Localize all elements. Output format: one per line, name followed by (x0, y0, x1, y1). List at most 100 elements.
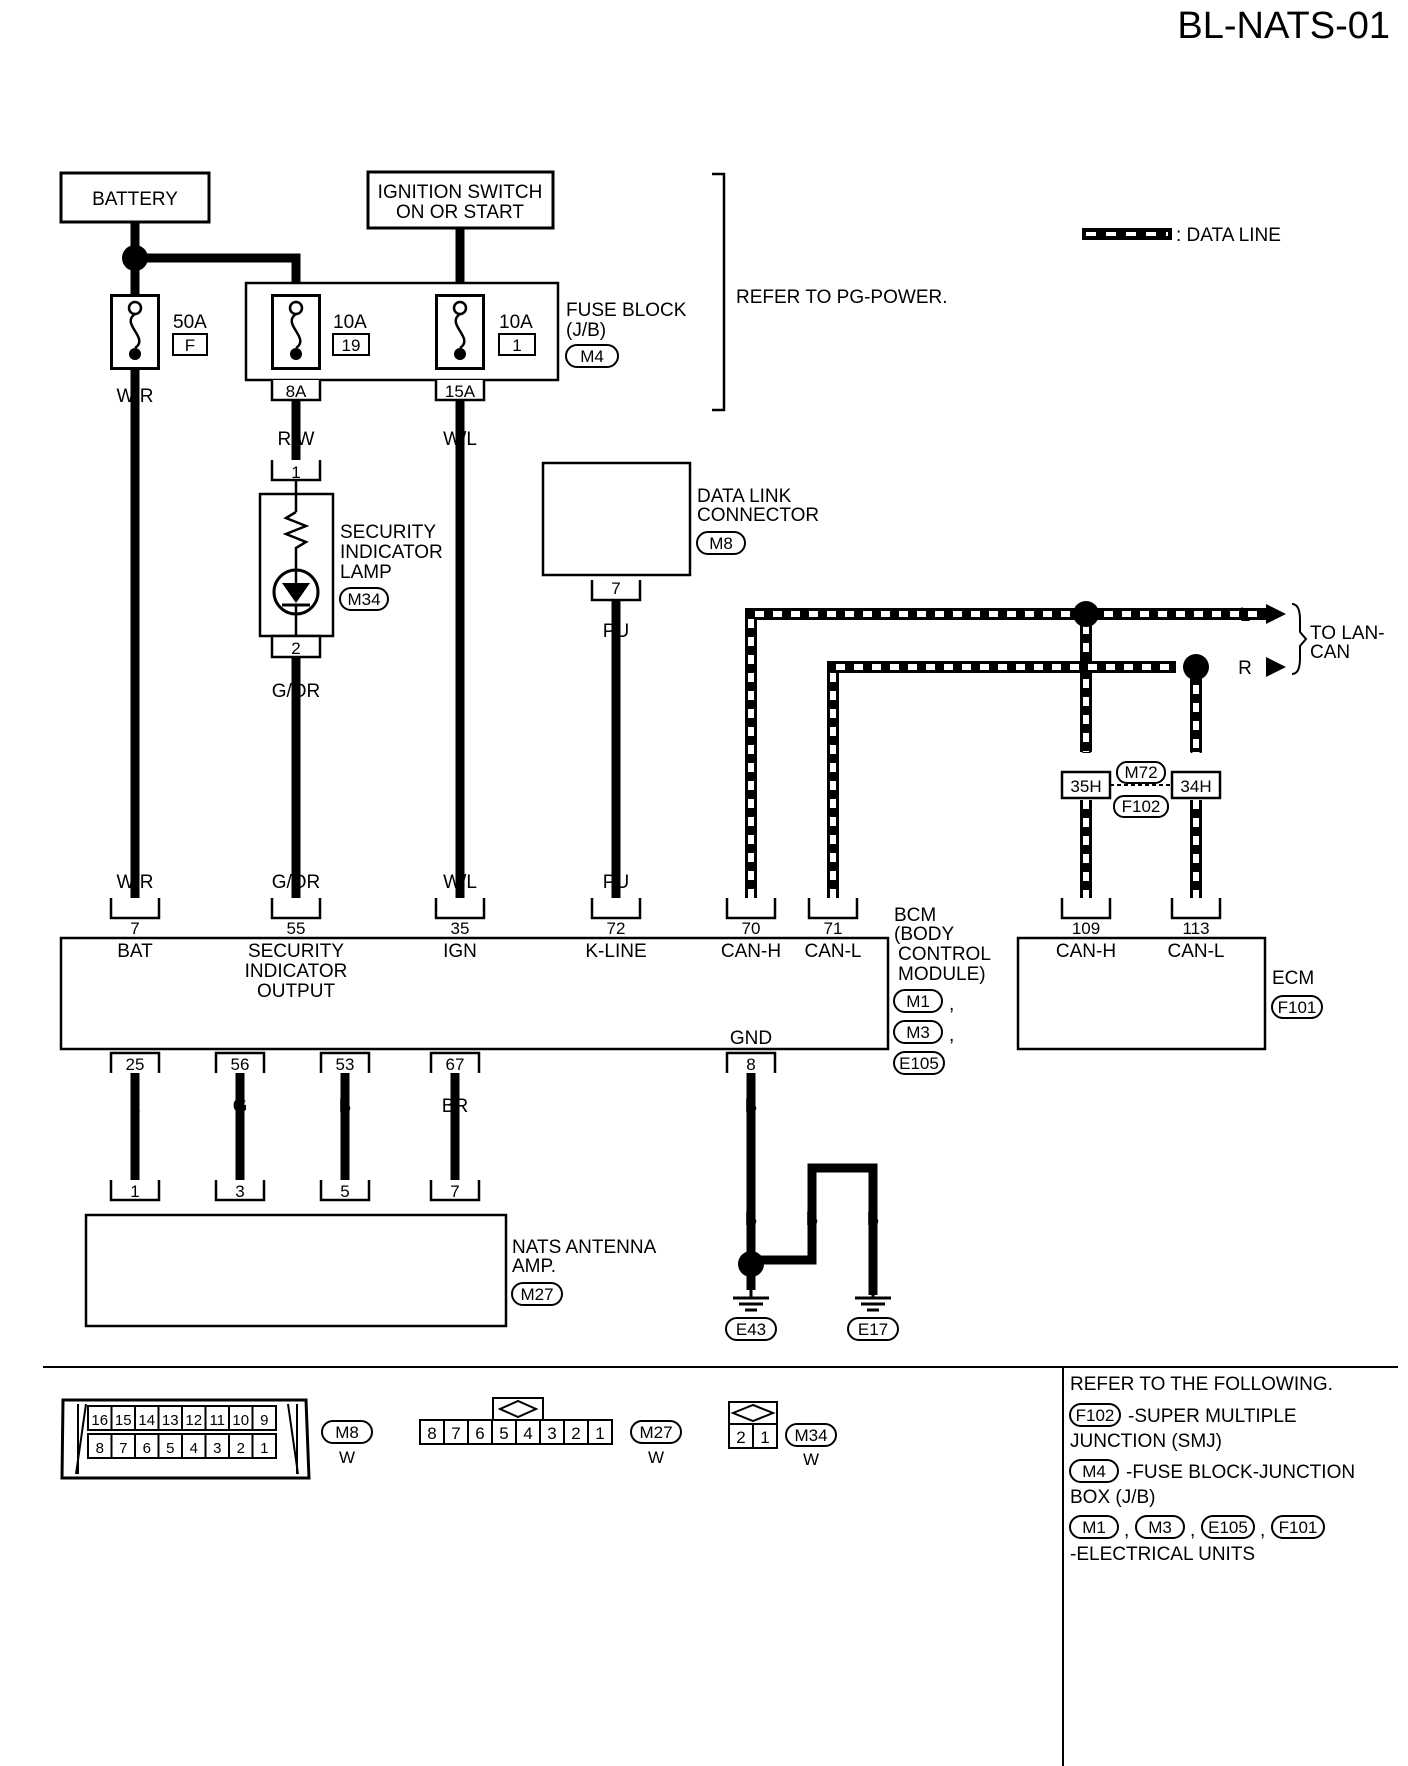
power-bracket (712, 172, 726, 412)
svg-text:DATA LINK: DATA LINK (697, 486, 792, 507)
svg-text:8A: 8A (286, 382, 307, 401)
svg-text:ON OR START: ON OR START (396, 202, 524, 223)
svg-text:B: B (806, 1209, 819, 1230)
connector-pin-number: 7 (119, 1440, 127, 1457)
svg-text:OUTPUT: OUTPUT (257, 981, 336, 1002)
connector-pin-number: 13 (162, 1412, 179, 1429)
svg-text:CONTROL: CONTROL (898, 944, 991, 965)
svg-text:BR: BR (442, 1096, 468, 1117)
fuse-50a (110, 294, 160, 370)
connector-pin-cell (419, 1419, 445, 1445)
svg-text:M72: M72 (1124, 763, 1157, 782)
svg-text:7: 7 (611, 579, 620, 598)
svg-text:PU: PU (603, 872, 629, 893)
svg-text:113: 113 (1182, 919, 1209, 938)
svg-text:CAN-H: CAN-H (721, 941, 781, 962)
svg-text:BAT: BAT (117, 941, 153, 962)
svg-text:B: B (745, 1209, 758, 1230)
can-data-lines: L R TO LAN- CAN (745, 601, 1385, 898)
data-line-legend: : DATA LINE (1082, 225, 1281, 246)
svg-text:7: 7 (450, 1182, 459, 1201)
svg-text:MODULE): MODULE) (898, 964, 986, 985)
svg-text:-SUPER MULTIPLE: -SUPER MULTIPLE (1128, 1406, 1297, 1427)
fuse-block-label: FUSE BLOCK (566, 300, 687, 321)
svg-text:LAMP: LAMP (340, 562, 392, 583)
svg-text:G: G (233, 1096, 248, 1117)
svg-text:PU: PU (603, 621, 629, 642)
battery-box (59, 171, 211, 224)
svg-text:W/R: W/R (117, 872, 154, 893)
svg-text:109: 109 (1072, 919, 1100, 938)
connector-pin-number: 2 (736, 1428, 745, 1447)
svg-text:CAN-H: CAN-H (1056, 941, 1116, 962)
svg-text:W/L: W/L (443, 872, 477, 893)
svg-text:35: 35 (451, 919, 470, 938)
svg-text:W/L: W/L (443, 429, 477, 450)
connector-pin-number: 2 (237, 1440, 245, 1457)
refer-pg-power: REFER TO PG-POWER. (736, 287, 948, 308)
connector-pin-number: 6 (143, 1440, 151, 1457)
connector-pin-number: 5 (166, 1440, 174, 1457)
svg-text:E105: E105 (1208, 1518, 1248, 1537)
fuse-10a-19 (271, 294, 321, 370)
svg-text:AMP.: AMP. (512, 1256, 556, 1277)
bcm-module: 7 55 35 72 70 71 25 56 53 67 8 BAT SECUR… (59, 898, 991, 1075)
smj-connector: 35H 34H M72 F102 (1060, 761, 1222, 818)
battery-splice (122, 245, 148, 271)
svg-text:F101: F101 (1279, 1518, 1318, 1537)
ecm-module: 109 113 CAN-H CAN-L ECM F101 (1016, 898, 1323, 1051)
svg-text:1: 1 (291, 463, 300, 482)
svg-text:L: L (1240, 605, 1251, 626)
connector-pin-number: 8 (427, 1424, 436, 1443)
svg-text:1: 1 (512, 336, 521, 355)
svg-text:B: B (867, 1209, 880, 1230)
svg-text:M4: M4 (580, 347, 604, 366)
connector-pin-number: 15 (115, 1412, 132, 1429)
svg-text:INDICATOR: INDICATOR (340, 542, 443, 563)
svg-text:56: 56 (231, 1055, 250, 1074)
svg-text:,: , (1124, 1520, 1129, 1541)
connector-badge (565, 344, 619, 368)
svg-text:M27: M27 (639, 1423, 672, 1442)
connector-pin-cell (752, 1423, 778, 1449)
svg-text:W: W (648, 1448, 664, 1467)
svg-text:M4: M4 (1082, 1462, 1106, 1481)
svg-text:53: 53 (336, 1055, 355, 1074)
svg-text:70: 70 (742, 919, 761, 938)
reference-notes: REFER TO THE FOLLOWING. F102 -SUPER MULT… (1069, 1374, 1355, 1565)
svg-text:72: 72 (607, 919, 626, 938)
svg-text:R/W: R/W (278, 429, 315, 450)
svg-text:M3: M3 (1148, 1518, 1172, 1537)
svg-text:71: 71 (824, 919, 843, 938)
svg-text:-ELECTRICAL UNITS: -ELECTRICAL UNITS (1070, 1544, 1255, 1565)
diagram-title: BL-NATS-01 (1177, 5, 1390, 47)
connector-pin-number: 5 (499, 1424, 508, 1443)
connector-pin-number: 12 (185, 1412, 202, 1429)
svg-text:CAN-L: CAN-L (804, 941, 861, 962)
svg-text:67: 67 (446, 1055, 465, 1074)
svg-text:JUNCTION (SMJ): JUNCTION (SMJ) (1070, 1431, 1222, 1452)
svg-text:NATS ANTENNA: NATS ANTENNA (512, 1237, 657, 1258)
svg-text:E43: E43 (736, 1320, 766, 1339)
ignition-switch-box (366, 170, 555, 230)
svg-text:,: , (949, 1025, 954, 1046)
svg-text:INDICATOR: INDICATOR (245, 961, 348, 982)
svg-text:25: 25 (126, 1055, 145, 1074)
battery-label: BATTERY (92, 189, 178, 210)
connector-pin-number: 8 (96, 1440, 104, 1457)
svg-text:M34: M34 (794, 1426, 827, 1445)
svg-text:BCM: BCM (894, 905, 936, 926)
svg-text:34H: 34H (1180, 777, 1211, 796)
svg-text:F101: F101 (1278, 998, 1317, 1017)
svg-text:M8: M8 (709, 534, 733, 553)
circuit-wires (130, 370, 878, 1295)
svg-text:W: W (339, 1448, 355, 1467)
svg-text:M8: M8 (335, 1423, 359, 1442)
svg-text:-FUSE BLOCK-JUNCTION: -FUSE BLOCK-JUNCTION (1126, 1462, 1355, 1483)
connector-pin-number: 3 (213, 1440, 221, 1457)
svg-text:50A: 50A (173, 312, 207, 333)
svg-text:5: 5 (340, 1182, 349, 1201)
